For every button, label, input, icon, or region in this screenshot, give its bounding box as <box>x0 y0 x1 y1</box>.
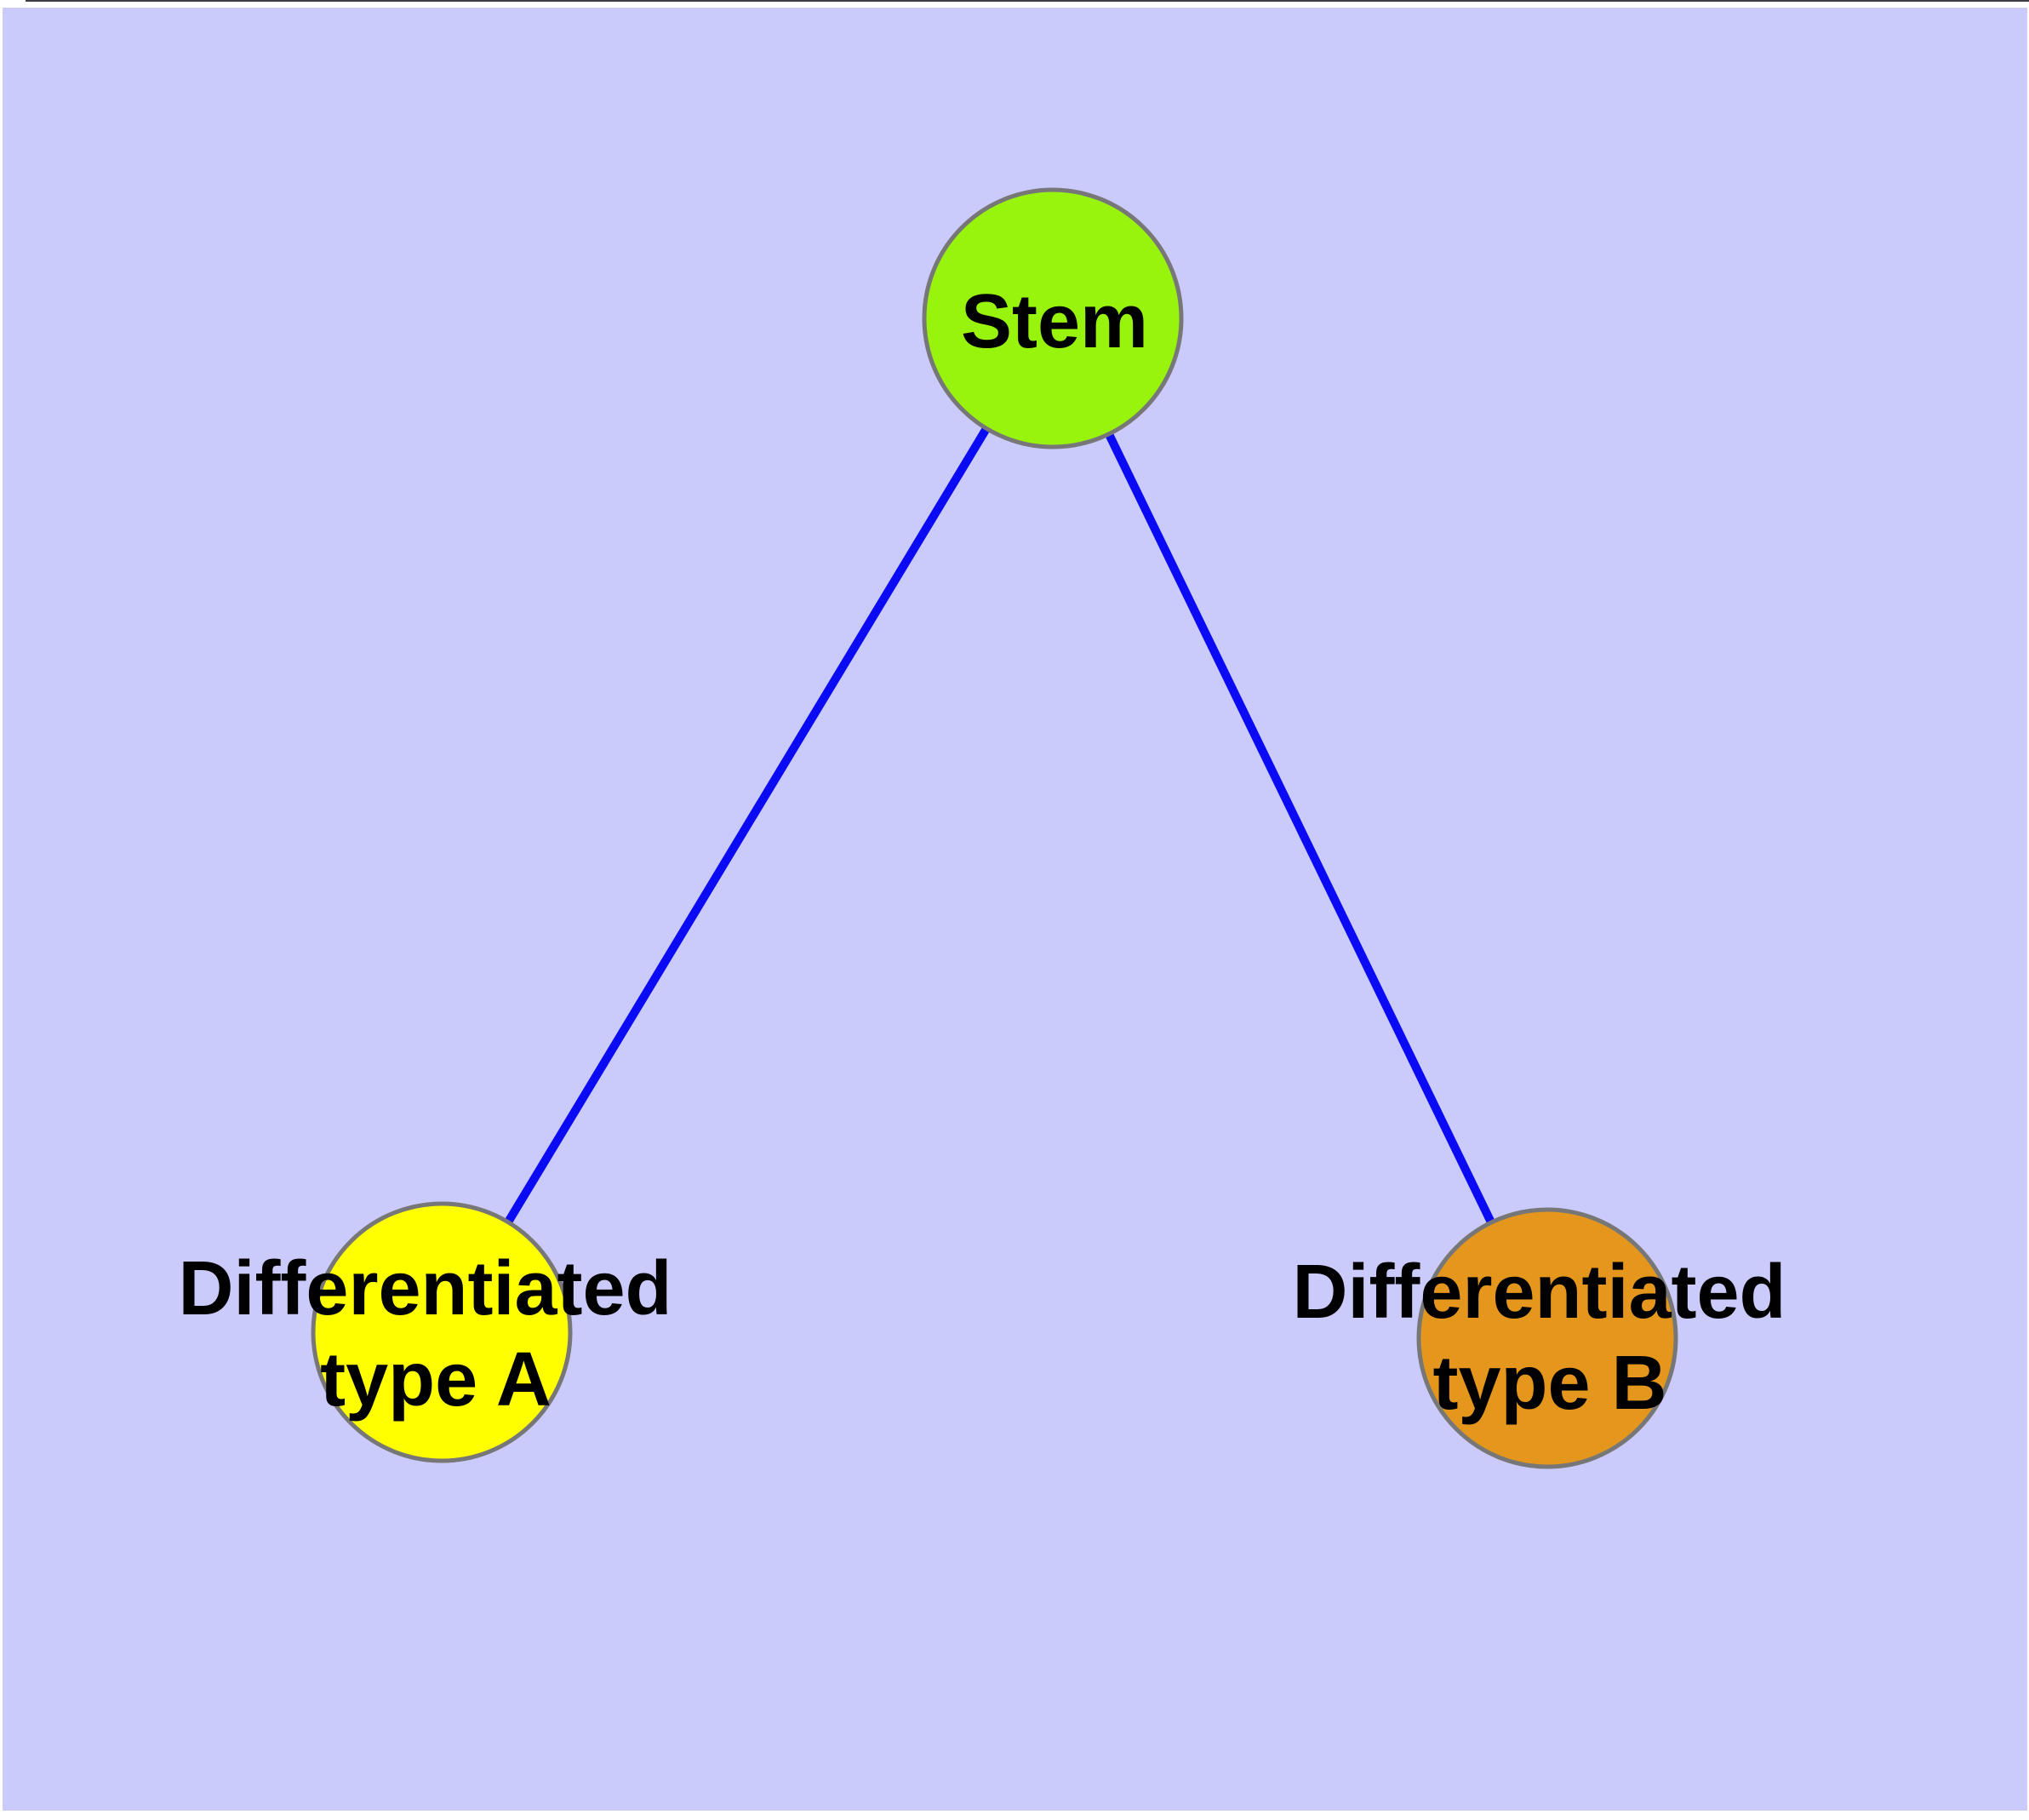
node-stem-label-line: Stem <box>961 279 1148 364</box>
node-type-b-label: Differentiated type B <box>1292 1250 1807 1426</box>
edge-stem-to-type-a <box>437 316 1057 1335</box>
node-type-b <box>1416 1207 1678 1469</box>
node-type-a-label-line-2: type A <box>320 1337 552 1422</box>
node-stem <box>922 187 1184 449</box>
node-type-b-label-line-1: Differentiated <box>1292 1250 1786 1335</box>
top-hairline <box>26 0 2029 2</box>
node-type-a <box>311 1201 573 1463</box>
node-stem-label: Stem <box>961 279 1148 364</box>
node-type-a-label: Differentiated type A <box>178 1246 693 1422</box>
edge-stem-to-type-b <box>1049 316 1552 1341</box>
node-type-b-label-line-2: type B <box>1432 1341 1666 1426</box>
node-type-a-label-line-1: Differentiated <box>178 1246 672 1331</box>
